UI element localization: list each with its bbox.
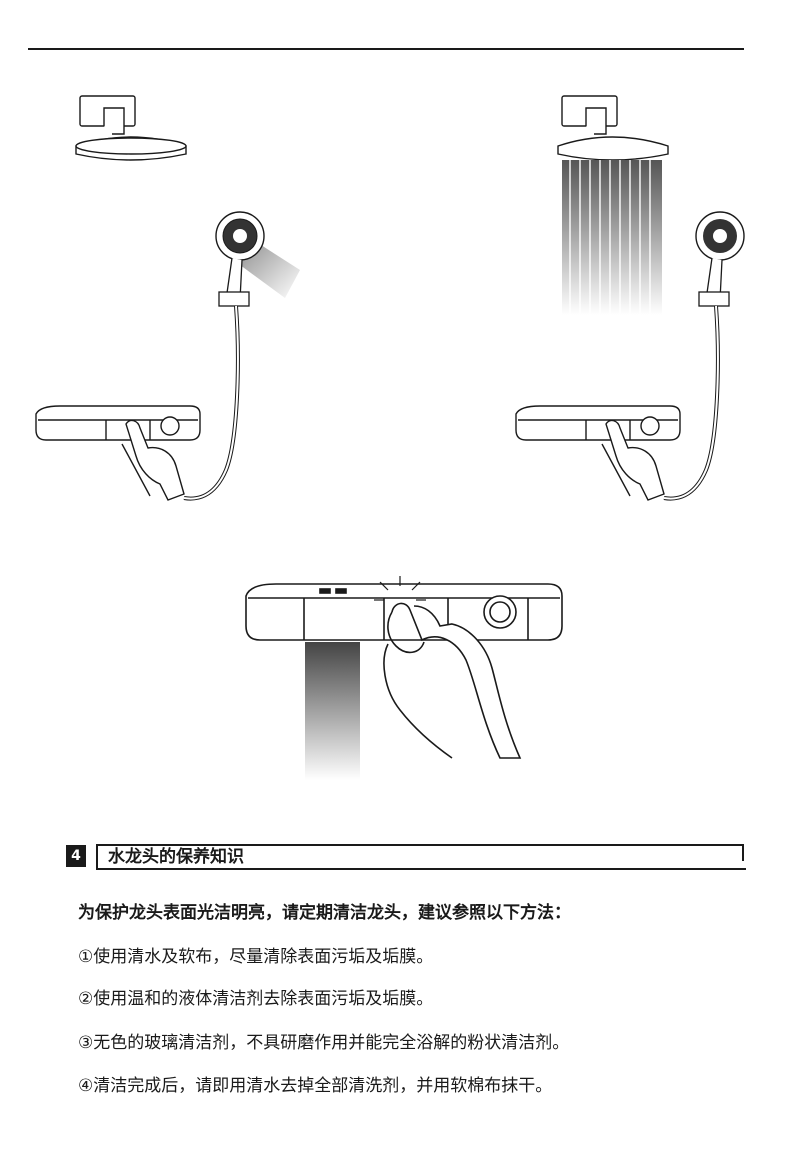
shower-illustrations xyxy=(35,95,745,780)
list-item: ④清洁完成后，请即用清水去掉全部清洗剂，并用软棉布抹干。 xyxy=(78,1076,553,1096)
intro-text: 为保护龙头表面光洁明亮，请定期清洁龙头，建议参照以下方法： xyxy=(78,903,571,923)
section-underline xyxy=(96,868,746,870)
list-item: ②使用温和的液体清洁剂去除表面污垢及垢膜。 xyxy=(78,989,434,1009)
left-valve-bar xyxy=(35,405,201,441)
right-hand xyxy=(601,419,665,501)
section-number: 4 xyxy=(66,845,86,867)
section-header: 4 水龙头的保养知识 xyxy=(66,843,746,871)
right-overhead-shower xyxy=(557,95,669,315)
left-hand-shower xyxy=(183,211,300,501)
list-item: ①使用清水及软布，尽量清除表面污垢及垢膜。 xyxy=(78,947,434,967)
section-frame xyxy=(96,844,744,869)
top-rule xyxy=(28,48,744,50)
left-overhead-shower xyxy=(75,95,187,161)
section-frame-right-tick xyxy=(742,845,744,861)
center-hand xyxy=(383,602,522,759)
left-hand xyxy=(121,419,185,501)
press-indicator xyxy=(374,576,426,601)
section-title: 水龙头的保养知识 xyxy=(108,847,244,867)
center-water-stream xyxy=(305,642,360,780)
right-hand-shower xyxy=(663,211,745,501)
center-valve-bar xyxy=(245,583,563,641)
list-item: ③无色的玻璃清洁剂，不具研磨作用并能完全浴解的粉状清洁剂。 xyxy=(78,1033,570,1053)
right-valve-bar xyxy=(515,405,681,441)
